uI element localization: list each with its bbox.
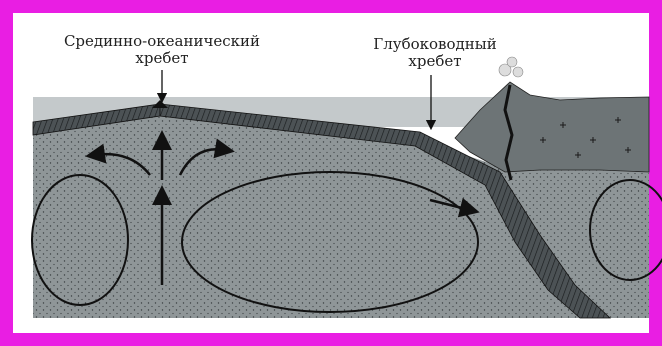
- continent: [455, 82, 649, 172]
- deep-sea-ridge-label-line2: хребет: [365, 53, 505, 70]
- deep-sea-ridge-label-line1: Глубоководный: [365, 36, 505, 53]
- mid-ocean-ridge-label-line2: хребет: [62, 50, 262, 67]
- mid-ocean-ridge-label-line1: Срединно-океанический: [62, 33, 262, 50]
- deep-sea-ridge-label: Глубоководный хребет: [365, 36, 505, 70]
- mid-ocean-ridge-label: Срединно-океанический хребет: [62, 33, 262, 67]
